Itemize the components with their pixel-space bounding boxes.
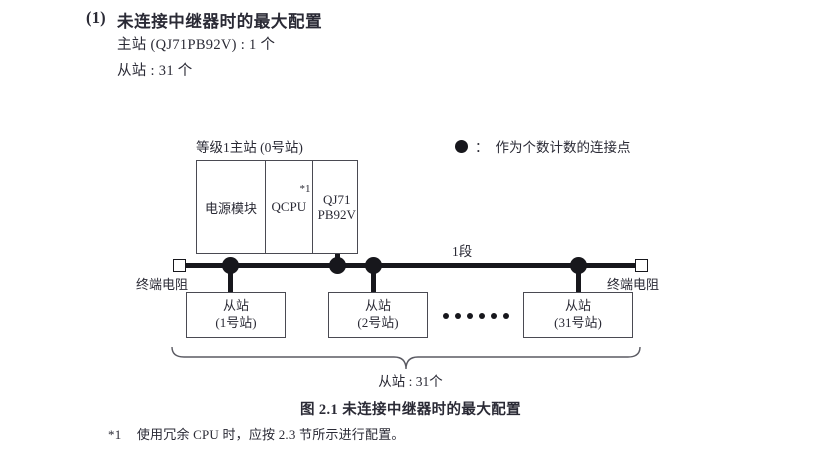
master-station-title: 等级1主站 (0号站) (196, 140, 303, 155)
slave-1-drop-line (228, 265, 233, 293)
slave-31-name: 从站 (564, 298, 591, 314)
connection-dot-slave-2 (365, 257, 382, 274)
trunk-bus-line (180, 263, 648, 268)
slave-1-name: 从站 (222, 298, 249, 314)
ellipsis-dot (467, 313, 473, 319)
slave-group-label: 从站 : 31个 (378, 374, 443, 389)
legend: ： 作为个数计数的连接点 (455, 136, 631, 156)
connection-dot-slave-31 (570, 257, 587, 274)
slave-group-brace (171, 346, 641, 370)
module-cell-qj71pb92v: QJ71 PB92V (313, 161, 357, 253)
spec-slave-count: 从站 : 31 个 (117, 63, 193, 79)
terminating-resistor-left-label: 终端电阻 (136, 277, 189, 292)
terminating-resistor-right-icon (635, 259, 648, 272)
module-label-qj71: QJ71 (323, 191, 351, 207)
module-cell-power-supply: 电源模块 (197, 161, 265, 253)
legend-separator: ： (475, 140, 489, 155)
ellipsis-dots (443, 313, 509, 319)
footnote-text: 使用冗余 CPU 时，应按 2.3 节所示进行配置。 (136, 427, 405, 442)
slave-31-station: (31号站) (554, 315, 602, 330)
figure-caption: 图 2.1 未连接中继器时的最大配置 (299, 402, 522, 418)
connection-point-dot-icon (455, 139, 468, 153)
slave-31-drop-line (576, 265, 581, 293)
page-title: 未连接中继器时的最大配置 (117, 12, 323, 31)
ellipsis-dot (455, 313, 461, 319)
ellipsis-dot (503, 313, 509, 319)
terminating-resistor-left-icon (173, 259, 186, 272)
master-station-block: 电源模块 QCPU *1 QJ71 PB92V (196, 160, 358, 254)
footnote-marker: *1 (108, 427, 122, 442)
module-label-pb92v: PB92V (317, 207, 356, 222)
terminating-resistor-right-label: 终端电阻 (607, 277, 660, 292)
spec-master-count: 主站 (QJ71PB92V) : 1 个 (117, 37, 276, 53)
slave-2-drop-line (371, 265, 376, 293)
module-cell-qcpu: QCPU *1 (265, 161, 313, 253)
ellipsis-dot (443, 313, 449, 319)
slave-station-box-2: 从站 (2号站) (328, 292, 428, 338)
slave-2-name: 从站 (364, 298, 391, 314)
connection-dot-slave-1 (222, 257, 239, 274)
heading-number: (1) (86, 8, 106, 27)
slave-2-station: (2号站) (357, 315, 399, 330)
qcpu-footnote-marker: *1 (299, 183, 311, 195)
segment-label: 1段 (452, 244, 473, 259)
ellipsis-dot (479, 313, 485, 319)
footnote: *1 使用冗余 CPU 时，应按 2.3 节所示进行配置。 (108, 424, 405, 443)
ellipsis-dot (491, 313, 497, 319)
connection-dot-master (329, 257, 346, 274)
slave-1-station: (1号站) (215, 315, 257, 330)
module-label-qcpu: QCPU (271, 199, 307, 214)
legend-label: 作为个数计数的连接点 (495, 140, 631, 155)
slave-station-box-1: 从站 (1号站) (186, 292, 286, 338)
module-label-power-supply: 电源模块 (205, 200, 258, 216)
slave-station-box-31: 从站 (31号站) (523, 292, 633, 338)
